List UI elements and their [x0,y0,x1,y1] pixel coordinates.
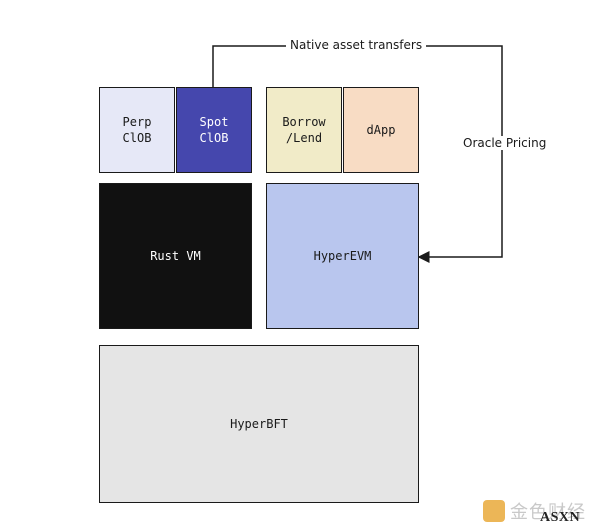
borrow-lend-box: Borrow /Lend [266,87,342,173]
oracle-pricing-label: Oracle Pricing [459,136,551,150]
watermark-text: 金色财经 [510,502,586,523]
native-asset-transfer-path [212,45,503,263]
hyper-bft-box: HyperBFT [99,345,419,503]
dapp-box: dApp [343,87,419,173]
spot-clob-box: Spot ClOB [176,87,252,173]
native-asset-transfers-label: Native asset transfers [286,38,427,52]
hyper-evm-box: HyperEVM [266,183,419,329]
perp-clob-box: Perp ClOB [99,87,175,173]
watermark-brand: ASXN [540,510,581,525]
watermark-logo-icon [483,500,505,522]
rust-vm-box: Rust VM [99,183,252,329]
